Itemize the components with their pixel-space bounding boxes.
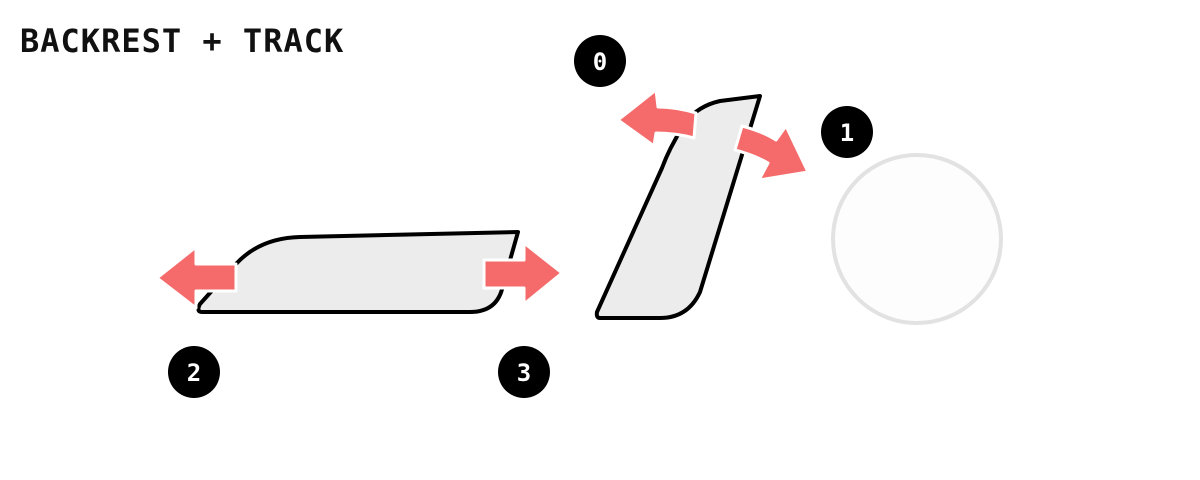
track-part[interactable] [196, 230, 520, 314]
empty-circle [831, 153, 1003, 325]
arrow-left-icon[interactable] [155, 245, 238, 310]
track-shape[interactable] [196, 230, 520, 314]
badge-0: 0 [574, 35, 626, 87]
badge-1-label: 1 [840, 119, 854, 147]
badge-1: 1 [821, 106, 873, 158]
arrow-right-icon[interactable] [482, 241, 564, 306]
diagram-title: BACKREST + TRACK [20, 22, 345, 60]
badge-2: 2 [168, 346, 220, 398]
badge-3: 3 [498, 346, 550, 398]
badge-0-label: 0 [593, 48, 607, 76]
badge-3-label: 3 [517, 359, 531, 387]
badge-2-label: 2 [187, 359, 201, 387]
tilt-forward-arrow-icon[interactable] [733, 124, 810, 182]
tilt-back-arrow-icon[interactable] [616, 88, 698, 148]
